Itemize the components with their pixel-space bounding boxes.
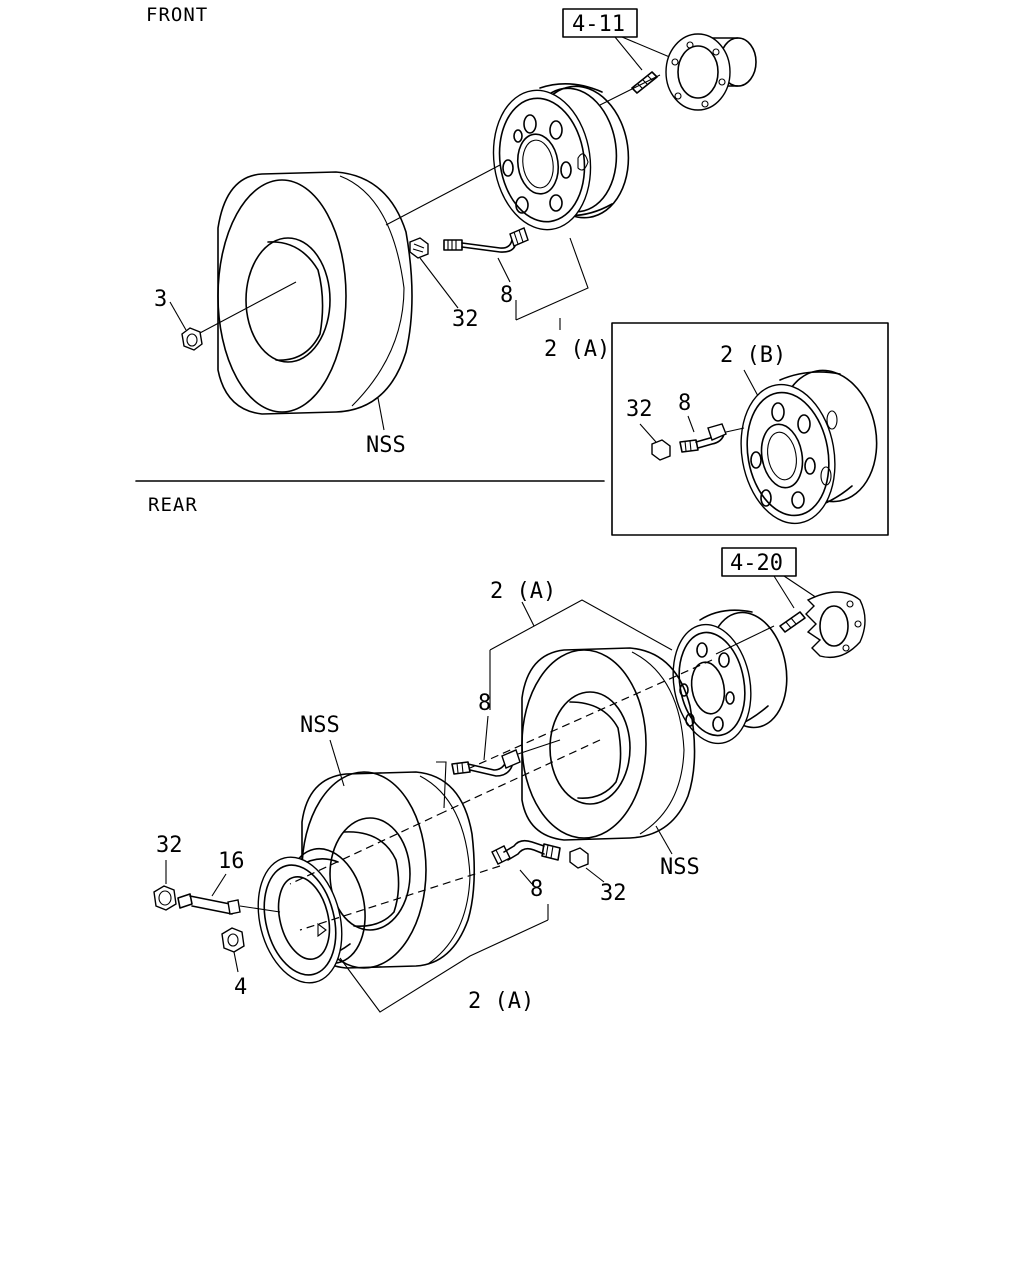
- label-front-valve-8: 8: [500, 283, 513, 308]
- label-rear-bolt-16: 16: [218, 849, 245, 874]
- rear-axis-line-top: [469, 659, 713, 769]
- front-valve-cap[interactable]: [409, 237, 429, 259]
- leader-front-valve-cap-32: [419, 257, 459, 309]
- rear-axis-line-mid: [443, 739, 601, 813]
- rear-wheel-bolt[interactable]: [177, 893, 281, 915]
- rear-valve-bend: [436, 761, 447, 809]
- rear-top-valve-stem[interactable]: [451, 739, 561, 777]
- front-axis-line: [197, 74, 661, 335]
- leader-rear-tire-nss-right: [655, 825, 673, 855]
- rear-valve-cap-right[interactable]: [569, 847, 589, 869]
- leader-rear-valve-8-bottom: [519, 869, 533, 885]
- leader-inset-valve-cap-32: [639, 423, 657, 443]
- rear-hub: [805, 591, 866, 659]
- label-rear-tire-nss-right: NSS: [660, 855, 700, 880]
- rear-inner-tire[interactable]: [301, 771, 476, 969]
- inset-valve-cap[interactable]: [651, 439, 671, 461]
- label-rear-cap-32-right: 32: [600, 881, 627, 906]
- label-rear-nut-4: 4: [234, 975, 247, 1000]
- leader-inset-valve-8: [687, 415, 695, 433]
- rear-outer-tire[interactable]: [521, 647, 696, 841]
- leader-rear-nut-4: [233, 951, 239, 973]
- leader-inset-wheel-2b: [743, 369, 759, 397]
- label-rear-tire-nss-left: NSS: [300, 713, 340, 738]
- label-inset-valve-8: 8: [678, 391, 691, 416]
- label-front-valve-cap-32: 32: [452, 307, 479, 332]
- ref-front-hub-label: 4-11: [572, 12, 625, 37]
- front-wheel-rim[interactable]: [485, 80, 637, 236]
- label-inset-valve-cap-32: 32: [626, 397, 653, 422]
- front-wheel-nut[interactable]: [181, 327, 203, 351]
- label-rear-valve-8-top: 8: [478, 691, 491, 716]
- leader-front-nut-3: [169, 301, 187, 331]
- bracket-front-wheel-2a: [515, 237, 589, 330]
- label-rear-cap-32-left: 32: [156, 833, 183, 858]
- label-rear-valve-8-bottom: 8: [530, 877, 543, 902]
- rear-outer-wheel-rim[interactable]: [664, 606, 795, 749]
- front-valve-stem[interactable]: [443, 227, 529, 253]
- leader-front-valve-8: [497, 257, 511, 283]
- rear-section-title: REAR: [148, 494, 198, 516]
- rear-axis-line-bottom: [299, 865, 501, 931]
- bracket-rear-wheel-2a-bottom: [339, 904, 549, 1013]
- front-tire[interactable]: [217, 171, 413, 415]
- leader-rear-cap-32-right: [585, 867, 605, 883]
- leader-rear-valve-8-top: [483, 715, 489, 761]
- front-hub: [665, 33, 757, 111]
- leader-rear-bolt-16: [211, 873, 227, 897]
- ref-box-rear-hub[interactable]: 4-20: [721, 547, 797, 577]
- ref-box-front-hub[interactable]: 4-11: [562, 8, 638, 38]
- rear-hub-bolt: [779, 611, 806, 633]
- ref-rear-hub-label: 4-20: [730, 551, 783, 576]
- rear-axis-line-inner: [289, 811, 445, 885]
- ref-rear-leaders: [773, 575, 821, 609]
- inset-wheel-rim[interactable]: [731, 363, 887, 531]
- label-front-wheel-2a: 2 (A): [544, 337, 610, 362]
- label-rear-wheel-2a-top: 2 (A): [490, 579, 556, 604]
- rear-axis-line-hub: [715, 625, 775, 655]
- rear-inner-wheel-rim[interactable]: [246, 841, 376, 991]
- ref-front-leaders: [614, 36, 673, 71]
- label-inset-wheel-2b: 2 (B): [720, 343, 786, 368]
- leader-rear-wheel-2a-top: [521, 601, 535, 627]
- bracket-rear-wheel-2a-top: [489, 599, 673, 710]
- rear-bottom-valve-stem[interactable]: [491, 839, 561, 865]
- front-section-title: FRONT: [146, 4, 208, 26]
- rear-valve-cap-left[interactable]: [153, 885, 177, 911]
- inset-valve-stem[interactable]: [679, 423, 745, 453]
- leader-rear-tire-nss-left: [329, 739, 345, 787]
- leader-front-tire-nss: [377, 397, 385, 431]
- inset-box: [611, 322, 889, 536]
- label-front-nut-3: 3: [154, 287, 167, 312]
- label-rear-wheel-2a-bottom: 2 (A): [468, 989, 534, 1014]
- label-front-tire-nss: NSS: [366, 433, 406, 458]
- rear-wheel-nut[interactable]: [221, 927, 245, 953]
